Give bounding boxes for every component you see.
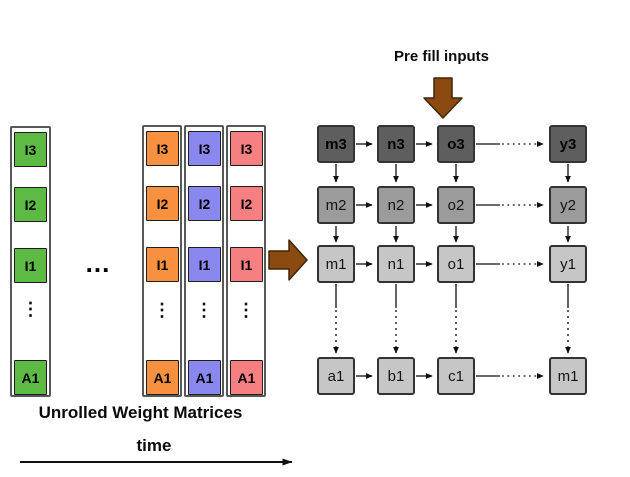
horizontal-ellipsis: ...	[85, 248, 111, 278]
unrolled-weight-matrices-label: Unrolled Weight Matrices	[38, 403, 243, 422]
matrix-cell: I1	[146, 247, 179, 282]
grid-node-m3: m3	[317, 125, 355, 163]
vertical-ellipsis: ⋮	[195, 300, 213, 320]
grid-node-n2: n2	[377, 186, 415, 224]
matrix-cell: I2	[188, 186, 221, 221]
grid-node-c1: c1	[437, 357, 475, 395]
matrix-cell: A1	[230, 360, 263, 395]
grid-node-n1: n1	[377, 245, 415, 283]
matrix-cell: A1	[146, 360, 179, 395]
prefill-down-arrow-icon	[423, 77, 463, 119]
vertical-ellipsis: ⋮	[153, 300, 171, 320]
grid-node-o3: o3	[437, 125, 475, 163]
matrix-cell: I3	[146, 131, 179, 166]
grid-node-y2: y2	[549, 186, 587, 224]
vertical-ellipsis: ⋮	[237, 300, 255, 320]
grid-node-m2: m2	[317, 186, 355, 224]
grid-node-o2: o2	[437, 186, 475, 224]
matrix-cell: A1	[188, 360, 221, 395]
time-axis-label: time	[136, 436, 172, 455]
vertical-ellipsis: ⋮	[21, 299, 40, 319]
matrix-cell: I1	[230, 247, 263, 282]
grid-vertical-dotted-arrows	[333, 284, 571, 354]
weight-matrix-column-orange: I3 I2 I1 ⋮ A1	[142, 125, 182, 397]
weight-matrix-column-blue: I3 I2 I1 ⋮ A1	[184, 125, 224, 397]
matrix-cell: I1	[188, 247, 221, 282]
matrix-cell: I1	[14, 248, 47, 283]
grid-node-y3: y3	[549, 125, 587, 163]
grid-horizontal-dotted-arrows	[476, 141, 544, 379]
matrix-cell: I2	[230, 186, 263, 221]
grid-node-n3: n3	[377, 125, 415, 163]
grid-node-m1: m1	[317, 245, 355, 283]
prefill-inputs-label: Pre fill inputs	[393, 48, 489, 65]
flow-right-arrow-icon	[268, 239, 308, 281]
weight-matrix-column-pink: I3 I2 I1 ⋮ A1	[226, 125, 266, 397]
grid-vertical-arrows	[333, 164, 571, 243]
grid-node-b1: b1	[377, 357, 415, 395]
grid-node-m1-bottom: m1	[549, 357, 587, 395]
matrix-cell: I3	[230, 131, 263, 166]
matrix-cell: A1	[14, 360, 47, 395]
grid-node-y1: y1	[549, 245, 587, 283]
matrix-cell: I2	[14, 187, 47, 222]
matrix-cell: I3	[14, 132, 47, 167]
matrix-cell: I2	[146, 186, 179, 221]
matrix-cell: I3	[188, 131, 221, 166]
grid-node-a1: a1	[317, 357, 355, 395]
weight-matrix-column-single: I3 I2 I1 ⋮ A1	[10, 126, 51, 397]
grid-node-o1: o1	[437, 245, 475, 283]
grid-horizontal-arrows	[356, 141, 433, 379]
